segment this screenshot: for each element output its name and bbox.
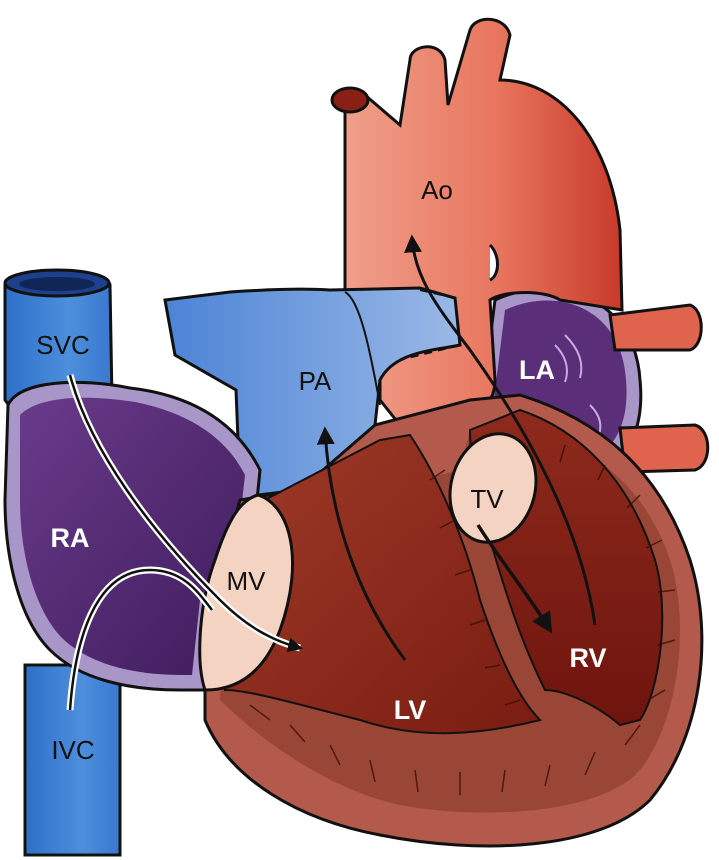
pulmonary-veins — [608, 303, 710, 474]
label-svc: SVC — [36, 330, 89, 360]
label-la: LA — [519, 355, 555, 385]
label-ivc: IVC — [51, 735, 94, 765]
label-rv: RV — [569, 643, 606, 673]
vena-cava — [3, 268, 122, 857]
ivc-flow-arrow-icon — [68, 568, 213, 711]
right-atrium — [3, 380, 262, 692]
rv-to-ao-arrow-icon — [404, 234, 597, 626]
tv-to-rv-arrow-icon — [476, 524, 553, 634]
tricuspid-valve — [448, 432, 538, 544]
label-mv: MV — [227, 566, 267, 596]
label-tv: TV — [470, 484, 504, 514]
label-ra: RA — [51, 523, 90, 553]
flow-arrows — [66, 234, 597, 711]
lv-to-pa-arrow-icon — [316, 426, 407, 661]
mitral-valve — [198, 493, 294, 692]
label-pa: PA — [299, 366, 332, 396]
valves — [198, 432, 538, 692]
label-lv: LV — [394, 695, 427, 725]
svc-flow-arrow-icon — [68, 374, 303, 653]
label-ao: Ao — [421, 175, 453, 205]
